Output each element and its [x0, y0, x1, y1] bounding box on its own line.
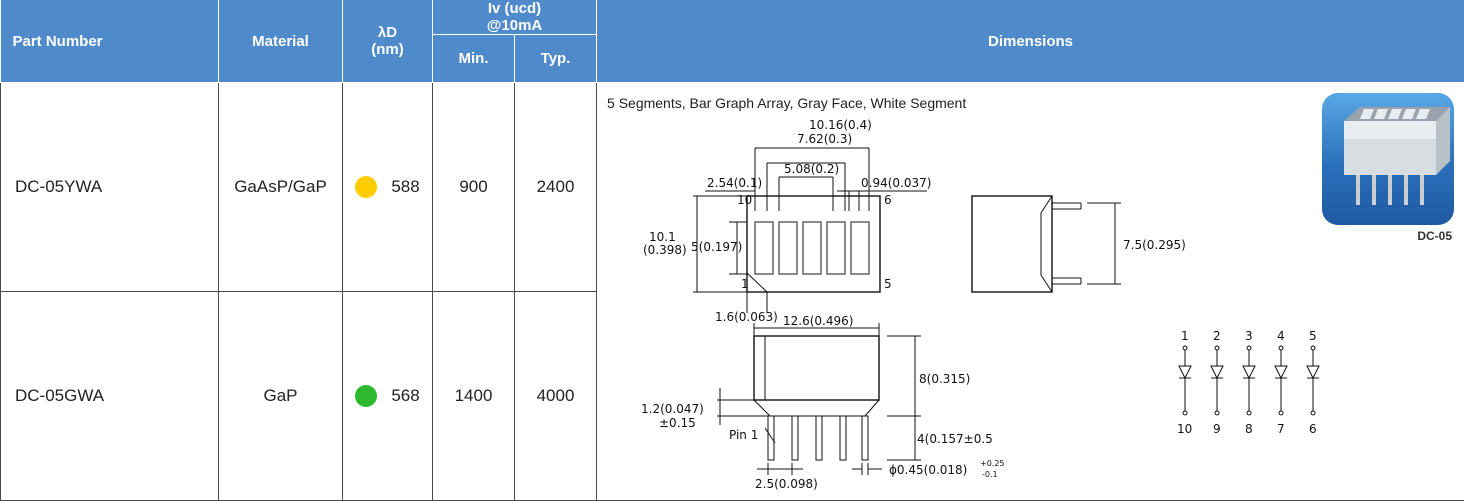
schematic-top-pin-label: 4	[1277, 329, 1285, 343]
dim-label: +0.25	[980, 459, 1005, 468]
front-view-body	[754, 336, 879, 400]
header-min: Min.	[433, 35, 515, 83]
iv-typ-cell: 2400	[515, 83, 597, 292]
pin-node	[1183, 411, 1187, 415]
pin-node	[1183, 346, 1187, 350]
segment-4	[827, 222, 845, 274]
dim-label: ±0.15	[659, 416, 696, 430]
table-row: DC-05YWA GaAsP/GaP 588 900 2400 5 Segmen…	[1, 83, 1464, 292]
dim-label: 0.94(0.037)	[861, 176, 931, 190]
thumbnail-caption: DC-05	[1417, 229, 1452, 243]
schematic-diagram	[1179, 346, 1319, 415]
segment-3	[803, 222, 821, 274]
lambda-cell: 588	[343, 83, 433, 292]
dim-label: 5(0.197)	[691, 240, 742, 254]
dim-label: -0.1	[982, 470, 998, 479]
diode-icon	[1179, 366, 1191, 378]
schematic-bottom-pin-label: 10	[1177, 422, 1192, 436]
dim-label: 5.08(0.2)	[784, 162, 839, 176]
schematic-top-pin-label: 2	[1213, 329, 1221, 343]
pin-node	[1215, 411, 1219, 415]
dimensions-cell: 5 Segments, Bar Graph Array, Gray Face, …	[597, 83, 1464, 501]
header-lambda: λD (nm)	[343, 0, 433, 83]
pin-label: 1	[741, 277, 749, 291]
lambda-cell: 568	[343, 292, 433, 501]
header-part-number: Part Number	[1, 0, 219, 83]
pin-node	[1247, 346, 1251, 350]
iv-min-cell: 900	[433, 83, 515, 292]
pin-label: 5	[884, 277, 892, 291]
header-lambda-symbol: λD	[343, 24, 432, 41]
header-lambda-unit: (nm)	[343, 41, 432, 58]
pin-label: 6	[884, 193, 892, 207]
diode-icon	[1211, 366, 1223, 378]
dim-label: 10.16(0.4)	[809, 118, 872, 132]
segment-2	[779, 222, 797, 274]
pin-node	[1279, 411, 1283, 415]
pin-label: 10	[737, 193, 752, 207]
schematic-top-pin-label: 3	[1245, 329, 1253, 343]
header-iv: Iv (ucd) @10mA	[433, 0, 597, 35]
header-material: Material	[219, 0, 343, 83]
dim-label: 1.2(0.047)	[641, 402, 704, 416]
pin-node	[1247, 411, 1251, 415]
dim-label: 4(0.157±0.5	[917, 432, 993, 446]
pin-label: Pin 1	[729, 428, 758, 442]
iv-min-cell: 1400	[433, 292, 515, 501]
diode-icon	[1275, 366, 1287, 378]
part-number-cell: DC-05GWA	[1, 292, 219, 501]
dim-label: 8(0.315)	[919, 372, 970, 386]
dim-label: 2.54(0.1)	[707, 176, 762, 190]
diode-icon	[1307, 366, 1319, 378]
schematic-top-pin-label: 1	[1181, 329, 1189, 343]
pin-node	[1215, 346, 1219, 350]
dim-label: 7.5(0.295)	[1123, 238, 1186, 252]
schematic-bottom-pin-label: 6	[1309, 422, 1317, 436]
material-cell: GaAsP/GaP	[219, 83, 343, 292]
schematic-bottom-pin-label: 7	[1277, 422, 1285, 436]
pin-node	[1311, 411, 1315, 415]
yellow-color-dot-icon	[355, 176, 377, 198]
dim-label: 10.1	[649, 230, 676, 244]
dim-label: 12.6(0.496)	[783, 314, 853, 328]
schematic-bottom-pin-label: 8	[1245, 422, 1253, 436]
header-typ: Typ.	[515, 35, 597, 83]
material-cell: GaP	[219, 292, 343, 501]
dim-label: 7.62(0.3)	[797, 132, 852, 146]
dim-label: ϕ0.45(0.018)	[889, 463, 967, 477]
header-dimensions: Dimensions	[597, 0, 1464, 83]
dim-label: 1.6(0.063)	[715, 310, 778, 324]
part-number-cell: DC-05YWA	[1, 83, 219, 292]
dim-label: (0.398)	[643, 243, 687, 257]
diode-icon	[1243, 366, 1255, 378]
schematic-bottom-pin-label: 9	[1213, 422, 1221, 436]
green-color-dot-icon	[355, 385, 377, 407]
iv-typ-cell: 4000	[515, 292, 597, 501]
segment-1	[755, 222, 773, 274]
header-iv-current: @10mA	[433, 17, 596, 34]
header-iv-title: Iv (ucd)	[433, 0, 596, 17]
lambda-value: 588	[391, 177, 419, 197]
side-view-body	[972, 196, 1052, 292]
component-photo-icon	[1322, 93, 1454, 225]
dim-label: 2.5(0.098)	[755, 477, 818, 491]
schematic-top-pin-label: 5	[1309, 329, 1317, 343]
segment-5	[851, 222, 869, 274]
lambda-value: 568	[391, 386, 419, 406]
pin-node	[1279, 346, 1283, 350]
pin-node	[1311, 346, 1315, 350]
